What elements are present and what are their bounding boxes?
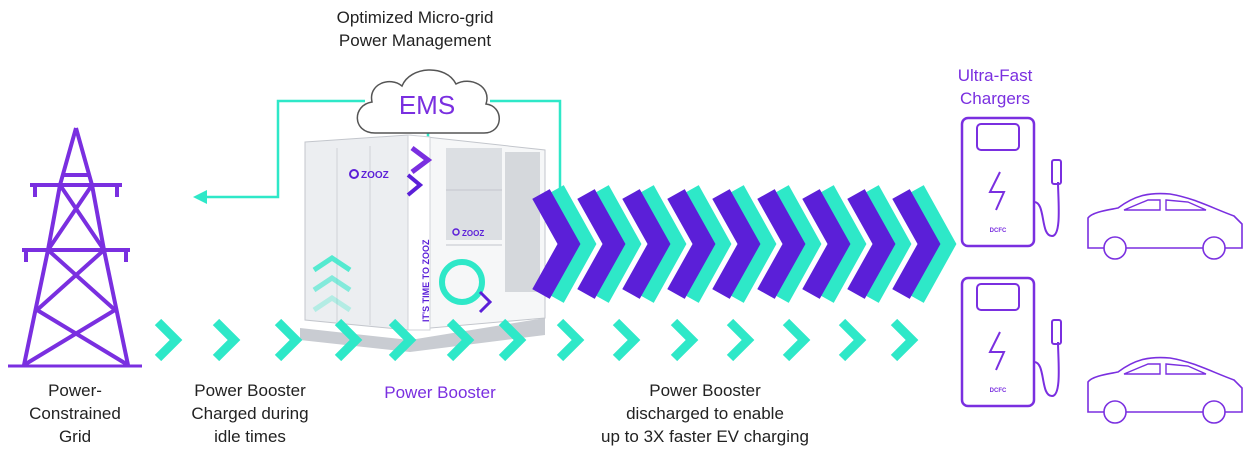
small-chevron: [612, 318, 641, 362]
charger-label: DCFC: [990, 228, 1007, 234]
small-chevron: [890, 318, 919, 362]
charger-cable: [1033, 181, 1060, 238]
small-chevron: [498, 318, 527, 362]
ems-line-left: [205, 99, 365, 199]
small-chevron: [334, 318, 363, 362]
charger-plug: [1051, 319, 1062, 345]
ems-line-right: [490, 99, 562, 190]
car-window-front: [1123, 199, 1161, 211]
car-wheel: [1202, 236, 1226, 260]
charger-icon: DCFC: [960, 276, 1062, 408]
cloud-shape: [356, 69, 500, 134]
big-chevron-purple: [667, 189, 716, 299]
car-body: [1087, 192, 1243, 249]
car-wheel: [1103, 236, 1127, 260]
device-slogan: IT'S TIME TO ZOOZ: [421, 239, 431, 322]
small-chevron: [388, 318, 417, 362]
small-chevron: [838, 318, 867, 362]
big-chevron-purple: [622, 189, 671, 299]
charger-label: DCFC: [990, 388, 1007, 394]
small-chevron: [154, 318, 183, 362]
big-chevron-teal: [681, 185, 732, 303]
small-chevron-row: [154, 318, 919, 362]
device-brand-front: ZOOZ: [361, 170, 389, 181]
big-chevron-purple: [577, 189, 626, 299]
charger-screen: [976, 283, 1020, 311]
car-window-front: [1123, 363, 1161, 375]
small-chevron: [556, 318, 585, 362]
small-chevron: [726, 318, 755, 362]
charger-icon: DCFC: [960, 116, 1062, 248]
car-icon: [1087, 356, 1243, 424]
grid-label: Power- Constrained Grid: [29, 381, 121, 446]
power-booster-device-icon: ZOOZ ZOOZ IT'S TIME TO ZOOZ: [300, 134, 546, 352]
power-tower-icon: [8, 127, 142, 368]
lightning-icon: [988, 331, 1006, 371]
big-chevron-teal: [861, 185, 912, 303]
small-chevron: [212, 318, 241, 362]
car-window-rear: [1165, 363, 1207, 375]
car-icon: [1087, 192, 1243, 260]
big-chevron-teal: [546, 185, 597, 303]
small-chevron: [446, 318, 475, 362]
big-chevron-teal: [636, 185, 687, 303]
arrowhead-left: [193, 190, 207, 204]
big-chevron-teal: [906, 185, 957, 303]
car-wheel: [1103, 400, 1127, 424]
small-chevron: [670, 318, 699, 362]
micro-grid-label: Optimized Micro-grid Power Management: [336, 8, 494, 50]
discharged-label: Power Booster discharged to enable up to…: [601, 381, 809, 446]
lightning-icon: [988, 171, 1006, 211]
power-booster-label: Power Booster: [384, 383, 496, 402]
small-chevron: [274, 318, 303, 362]
big-chevron-purple: [712, 189, 761, 299]
car-wheel: [1202, 400, 1226, 424]
ultra-fast-chargers-label: Ultra-Fast Chargers: [957, 66, 1033, 108]
big-chevron-purple: [757, 189, 806, 299]
device-brand-side: ZOOZ: [462, 229, 484, 238]
big-chevron-purple: [892, 189, 941, 299]
big-chevron-teal: [816, 185, 867, 303]
charger-plug: [1051, 159, 1062, 185]
big-chevron-purple: [802, 189, 851, 299]
charger-screen: [976, 123, 1020, 151]
cars-group: [1087, 192, 1243, 424]
small-chevron: [782, 318, 811, 362]
charger-cable: [1033, 341, 1060, 398]
big-chevron-teal: [771, 185, 822, 303]
charged-label: Power Booster Charged during idle times: [191, 381, 309, 446]
car-window-rear: [1165, 199, 1207, 211]
chargers-group: DCFC DCFC: [960, 116, 1062, 408]
big-chevron-band: [532, 185, 957, 303]
charger-body: [960, 276, 1036, 408]
big-chevron-purple: [847, 189, 896, 299]
big-chevron-teal: [726, 185, 777, 303]
ems-label: EMS: [398, 90, 456, 120]
charger-body: [960, 116, 1036, 248]
big-chevron-teal: [591, 185, 642, 303]
big-chevron-purple: [532, 189, 581, 299]
car-body: [1087, 356, 1243, 413]
